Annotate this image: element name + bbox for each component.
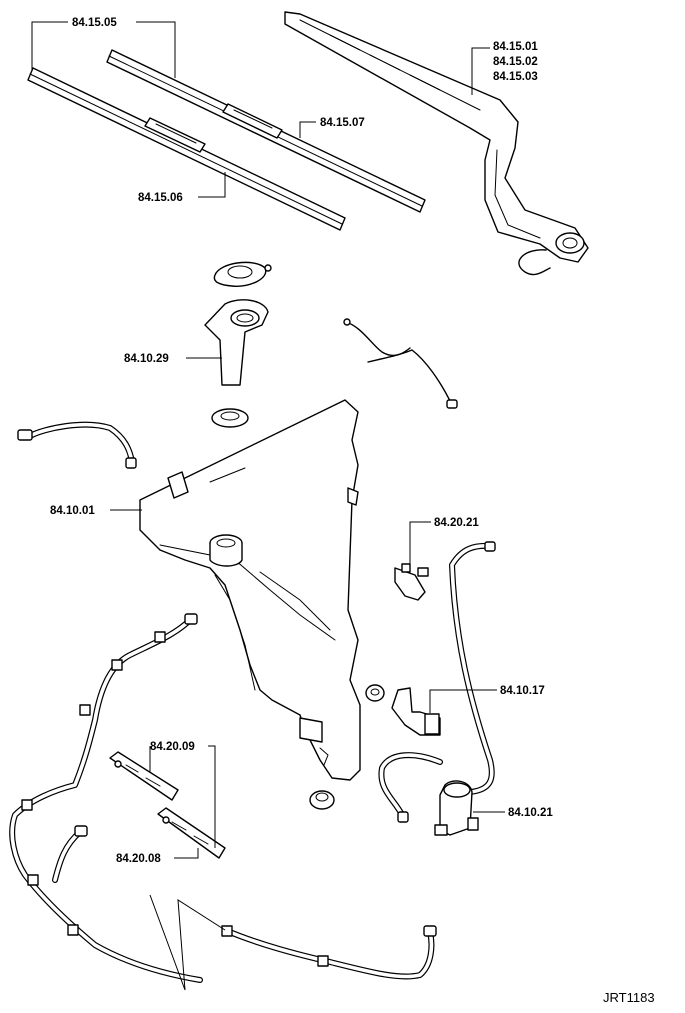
- label-arm-1: 84.15.01: [493, 41, 538, 53]
- level-sensor: [391, 687, 441, 736]
- hose-pump-left: [378, 752, 443, 823]
- washer-jet-right: [157, 807, 226, 859]
- filler-cap: [213, 261, 272, 287]
- hose-upper-left: [17, 421, 137, 469]
- washer-pump: [434, 780, 479, 836]
- label-blade-front: 84.15.05: [72, 17, 117, 29]
- label-pump: 84.10.21: [508, 807, 553, 819]
- label-jet-left: 84.20.09: [150, 741, 195, 753]
- hose-right: [449, 541, 496, 795]
- filler-neck: [204, 299, 269, 386]
- sensor-grommet: [365, 684, 385, 702]
- label-jet-right: 84.20.08: [116, 853, 161, 865]
- label-level-sensor: 84.10.17: [500, 685, 545, 697]
- wiper-blade-long: [27, 67, 346, 231]
- sensor-harness: [343, 318, 458, 409]
- label-reservoir: 84.10.01: [50, 505, 95, 517]
- label-arm-2: 84.15.02: [493, 56, 538, 68]
- wiper-blade-short: [106, 49, 426, 213]
- label-filler-neck: 84.10.29: [124, 353, 169, 365]
- washer-reservoir: [139, 399, 361, 781]
- filler-grommet: [211, 408, 249, 428]
- wiper-arm: [284, 11, 589, 276]
- pump-grommet: [309, 790, 335, 810]
- label-blade-insert-a: 84.15.07: [320, 117, 365, 129]
- break-mark: [149, 894, 226, 991]
- leader-lines: [31, 21, 505, 859]
- label-arm-3: 84.15.03: [493, 71, 538, 83]
- label-check-valve: 84.20.21: [434, 517, 479, 529]
- hose-lower-long: [9, 613, 437, 983]
- washer-jet-left: [109, 751, 179, 801]
- check-valve: [394, 563, 429, 601]
- label-blade-insert-b: 84.15.06: [138, 192, 183, 204]
- drawing-reference: JRT1183: [603, 990, 655, 1005]
